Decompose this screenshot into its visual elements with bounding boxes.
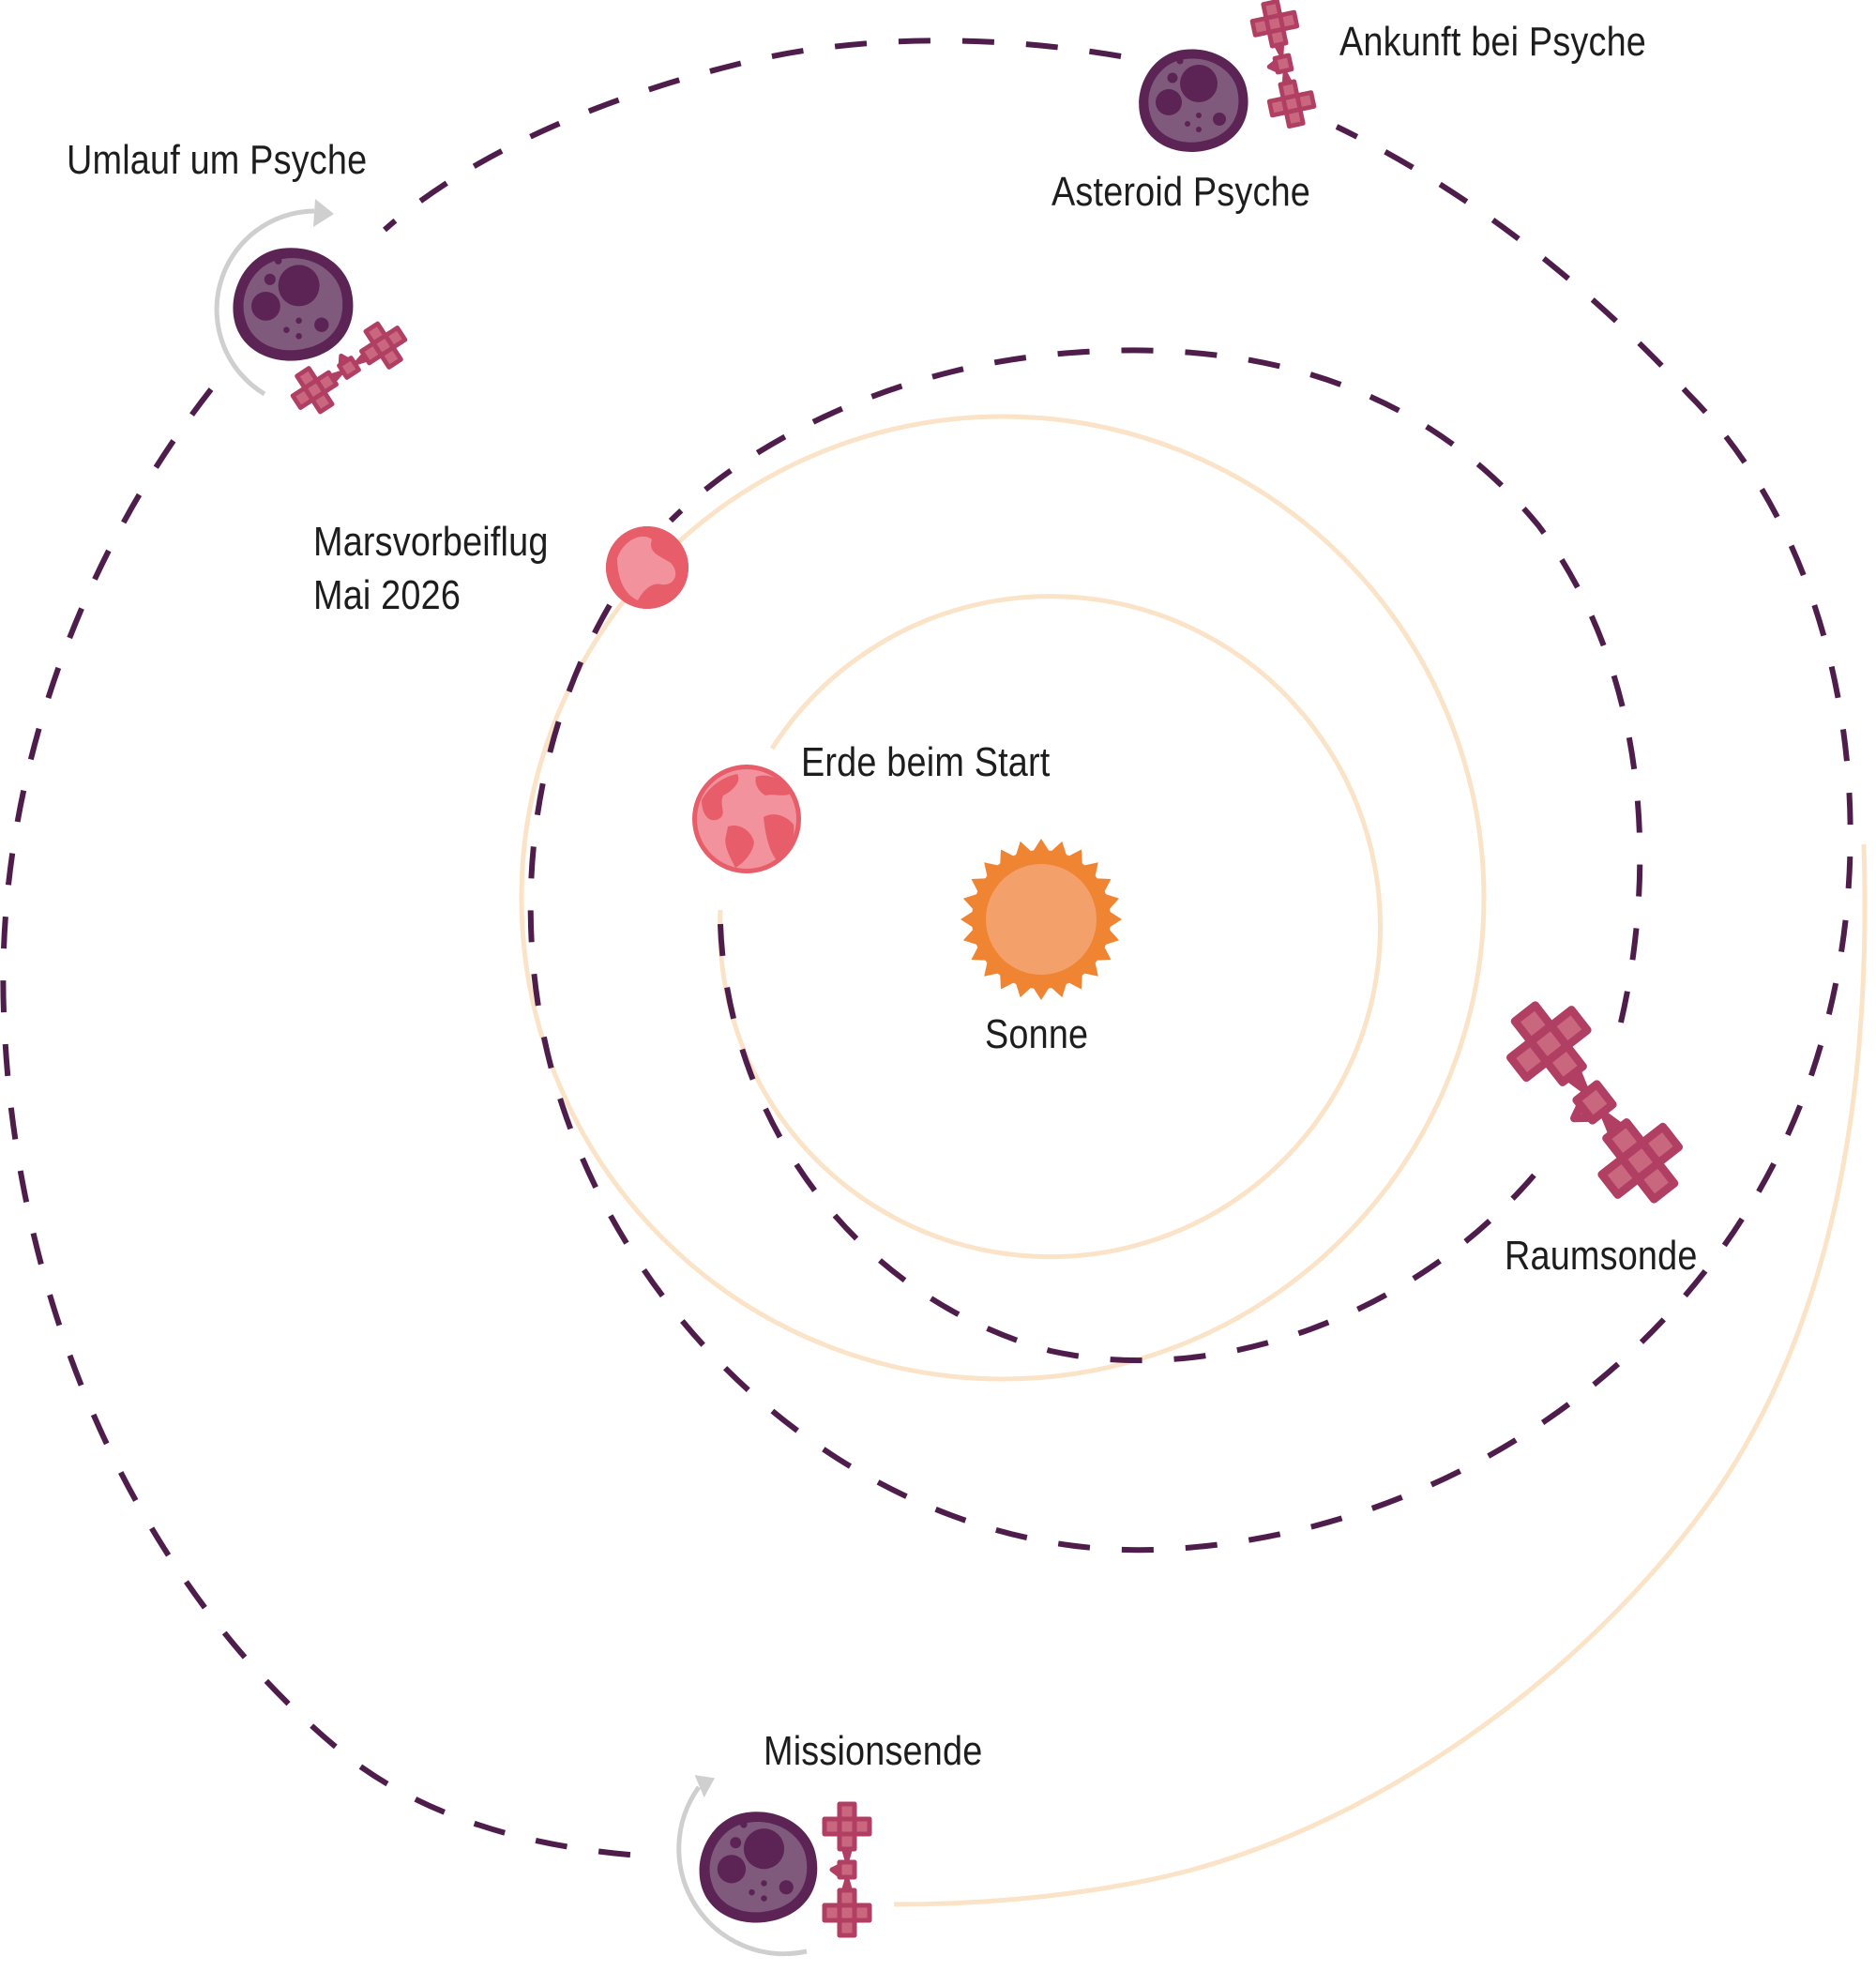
asteroid-end-icon [699, 1812, 818, 1923]
orbit-arrow-head-icon [313, 199, 334, 227]
mars-orbit [519, 414, 1487, 1382]
asteroid-psyche-icon [1139, 49, 1248, 152]
trajectory-mars-to-arrival [527, 124, 1853, 1554]
mars-icon [606, 526, 688, 609]
spiral-trajectory [0, 38, 1853, 1858]
trajectory-earth-to-spacecraft [718, 923, 1551, 1364]
trajectory-spacecraft-to-mars [668, 347, 1643, 1023]
label-orbit: Umlauf um Psyche [67, 137, 368, 183]
earth-orbit [718, 594, 1384, 1260]
label-asteroid-psyche: Asteroid Psyche [1051, 169, 1311, 215]
orbit-arrow-arc [214, 208, 315, 397]
trajectory-arrival-to-orbit [383, 38, 1122, 233]
sun-icon [961, 839, 1122, 1000]
label-mars-line1: Marsvorbeiflug [313, 519, 549, 565]
label-sun: Sonne [985, 1011, 1089, 1057]
spacecraft-icon [1494, 990, 1694, 1216]
trajectory-orbit-to-end [0, 387, 641, 1858]
end-orbit-arrow-head-icon [694, 1775, 715, 1798]
trajectory-to-mission-end [893, 843, 1868, 1907]
label-earth: Erde beim Start [801, 739, 1051, 785]
label-mars-line2: Mai 2026 [313, 572, 461, 618]
end-orbit-arrow-arc [676, 1785, 808, 1957]
asteroid-orbit-icon [233, 248, 354, 361]
spacecraft-arrival-icon [1249, 0, 1317, 129]
earth-icon [692, 765, 801, 873]
label-spacecraft: Raumsonde [1505, 1233, 1698, 1279]
label-mission-end: Missionsende [764, 1728, 983, 1774]
spacecraft-end-icon [825, 1804, 870, 1935]
label-arrival: Ankunft bei Psyche [1339, 19, 1647, 65]
